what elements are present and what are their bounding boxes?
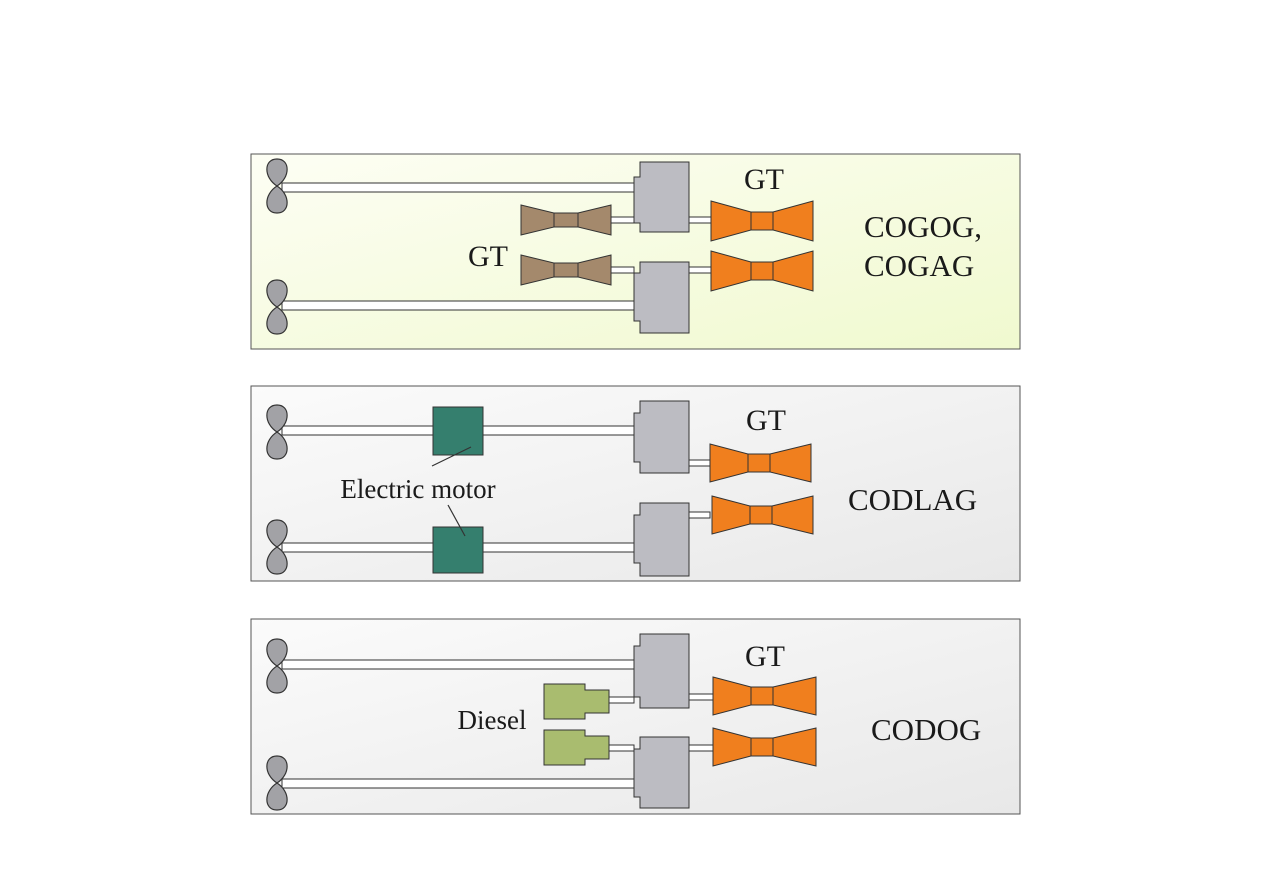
gt-label: GT — [746, 404, 786, 437]
panel-codog: GT Diesel CODOG — [250, 618, 1021, 815]
electric-motor-bottom — [432, 526, 484, 574]
gt-label: GT — [745, 640, 785, 673]
shaft-top — [281, 182, 635, 193]
gt-label: GT — [744, 163, 784, 196]
electric-motor-label: Electric motor — [340, 474, 495, 504]
turbine-gt-top — [712, 676, 817, 716]
gearbox-top — [633, 400, 690, 474]
turbine-gt-top — [709, 443, 812, 483]
turbine-gt-bottom — [711, 495, 814, 535]
turbine-brown-top — [520, 204, 612, 236]
config-label-line1: COGOG, — [864, 209, 982, 244]
gearbox-top — [633, 161, 690, 233]
shaft-top — [281, 659, 635, 670]
shaft-bottom — [281, 300, 635, 311]
panel-cogog: GT GT COGOG, COGAG — [250, 153, 1021, 350]
shaft-bottom — [281, 778, 635, 789]
gt-label: GT — [468, 240, 508, 273]
gearbox-bottom — [633, 502, 690, 577]
pointer-line — [431, 446, 472, 467]
turbine-gt-bottom — [710, 250, 814, 292]
turbine-gt-bottom — [712, 727, 817, 767]
diesel-engine-top — [543, 683, 610, 720]
diesel-label: Diesel — [458, 705, 527, 735]
config-label: CODOG — [871, 712, 981, 747]
gearbox-bottom — [633, 261, 690, 334]
pointer-line — [447, 504, 466, 537]
diesel-engine-bottom — [543, 729, 610, 766]
config-label-line2: COGAG — [864, 248, 974, 283]
panel-codlag: GT Electric motor CODLAG — [250, 385, 1021, 582]
config-label: CODLAG — [848, 482, 977, 517]
turbine-brown-bottom — [520, 254, 612, 286]
gearbox-top — [633, 633, 690, 709]
electric-motor-top — [432, 406, 484, 456]
turbine-gt-top — [710, 200, 814, 242]
gearbox-bottom — [633, 736, 690, 809]
